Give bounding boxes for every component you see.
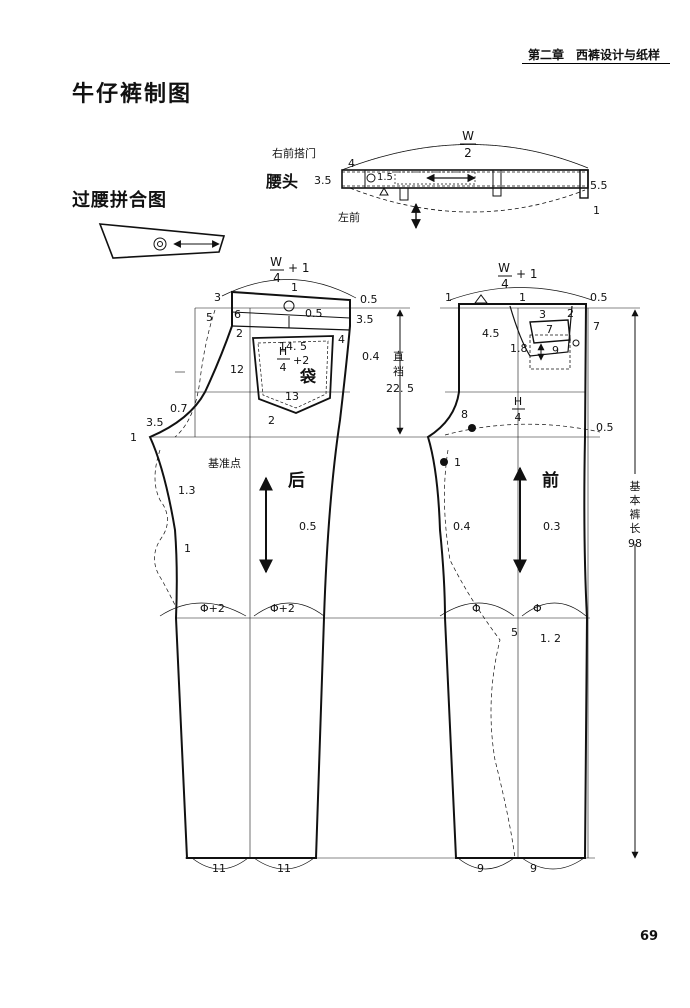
back-dim: 13 (285, 390, 299, 403)
back-dim: 0.5 (360, 293, 378, 306)
waistband-piece (341, 144, 589, 229)
crotch-depth-value: 22. 5 (386, 382, 414, 395)
waistband-w-num: W (462, 129, 474, 143)
header-rule (522, 63, 670, 64)
back-dim: 14. 5 (279, 340, 307, 353)
page-number: 69 (640, 929, 659, 944)
right-fly-label: 右前搭门 (272, 146, 316, 160)
front-marker-dot (468, 424, 476, 432)
back-h-plus: +2 (293, 354, 309, 367)
length-char: 本 (630, 493, 641, 507)
front-dim: 1. 2 (540, 632, 561, 645)
back-hem-left: 11 (212, 862, 226, 875)
front-dim: 9 (552, 344, 559, 357)
back-dim: 3.5 (146, 416, 164, 429)
length-label: 基 本 裤 长 98 (624, 474, 646, 550)
front-label: 前 (542, 470, 559, 491)
waistband-name: 腰头 (266, 172, 298, 191)
waistband-dim-3-5: 3.5 (314, 174, 332, 187)
front-dim: 5 (511, 626, 518, 639)
front-piece (426, 287, 639, 870)
front-h-den: 4 (515, 411, 522, 424)
back-phi-left: Φ+2 (200, 602, 225, 615)
front-dimensions: 1 1 0.5 4.5 3 2 7 7 1.8 9 8 1 0.5 0.4 0.… (445, 291, 614, 645)
back-dim: 3 (214, 291, 221, 304)
length-char: 长 (630, 522, 641, 535)
front-dim: 0.4 (453, 520, 471, 533)
back-w-den: 4 (273, 271, 281, 285)
back-dim: 1 (184, 542, 191, 555)
back-dim: 6 (234, 308, 241, 321)
front-hem-left: 9 (477, 862, 484, 875)
front-dim: 1 (454, 456, 461, 469)
front-dim: 1 (445, 291, 452, 304)
front-dim: 0.3 (543, 520, 561, 533)
chapter-header: 第二章 西裤设计与纸样 (528, 48, 661, 62)
waistband-w-den: 2 (464, 146, 472, 160)
front-w-num: W (498, 261, 510, 275)
back-label: 后 (288, 471, 305, 491)
page-title: 牛仔裤制图 (72, 82, 193, 107)
front-phi-left: Φ (472, 602, 481, 615)
front-w-den: 4 (501, 277, 509, 291)
yoke-piece (98, 223, 226, 259)
back-dim: 4 (338, 333, 345, 346)
crotch-depth-label-2: 裆 (393, 365, 404, 378)
back-dim: 1 (291, 281, 298, 294)
left-front-label: 左前 (338, 210, 360, 224)
front-dim: 4.5 (482, 327, 500, 340)
front-marker-dot (440, 458, 448, 466)
back-dim: 3.5 (356, 313, 374, 326)
back-dim: 0.4 (362, 350, 380, 363)
front-phi-right: Φ (533, 602, 542, 615)
back-dim: 2 (236, 327, 243, 340)
waistband-dim-1-5: 1.5 (377, 172, 393, 183)
back-phi-right: Φ+2 (270, 602, 295, 615)
base-point-label: 基准点 (208, 457, 241, 470)
back-h-num: H (279, 345, 287, 358)
back-dim: 0.5 (305, 307, 323, 320)
back-dim: 5 (206, 311, 213, 324)
front-h-num: H (514, 395, 522, 408)
front-dim: 3 (539, 308, 546, 321)
front-hem-right: 9 (530, 862, 537, 875)
front-dim: 7 (593, 320, 600, 333)
pocket-label: 袋 (299, 367, 317, 386)
back-w-num: W (270, 255, 282, 269)
front-dim: 0.5 (590, 291, 608, 304)
length-char: 裤 (630, 507, 641, 521)
yoke-title: 过腰拼合图 (72, 190, 167, 211)
back-dim: 12 (230, 363, 244, 376)
length-value: 98 (628, 537, 642, 550)
waistband-dim-1: 1 (593, 204, 600, 217)
back-w-plus: + 1 (288, 261, 310, 275)
back-h-den: 4 (280, 361, 287, 374)
back-hem-right: 11 (277, 862, 291, 875)
back-dim: 1.3 (178, 484, 196, 497)
front-w-plus: + 1 (516, 267, 538, 281)
back-piece (148, 279, 357, 870)
back-dim: 0.7 (170, 402, 188, 415)
front-dim: 8 (461, 408, 468, 421)
front-dim: 1.8 (510, 342, 528, 355)
front-dim: 7 (546, 323, 553, 336)
back-dim: 2 (268, 414, 275, 427)
waistband-dim-5-5: 5.5 (590, 179, 608, 192)
length-char: 基 (630, 480, 641, 493)
front-dim: 1 (519, 291, 526, 304)
back-dim: 1 (130, 431, 137, 444)
front-dim: 0.5 (596, 421, 614, 434)
crotch-depth-label-1: 直 (393, 349, 404, 363)
back-dimensions: 3 5 6 1 0.5 0.5 3.5 2 4 14. 5 0.4 12 13 … (130, 281, 380, 555)
waistband-dim-4: 4 (348, 157, 355, 170)
front-dim: 2 (567, 307, 574, 320)
back-dim: 0.5 (299, 520, 317, 533)
